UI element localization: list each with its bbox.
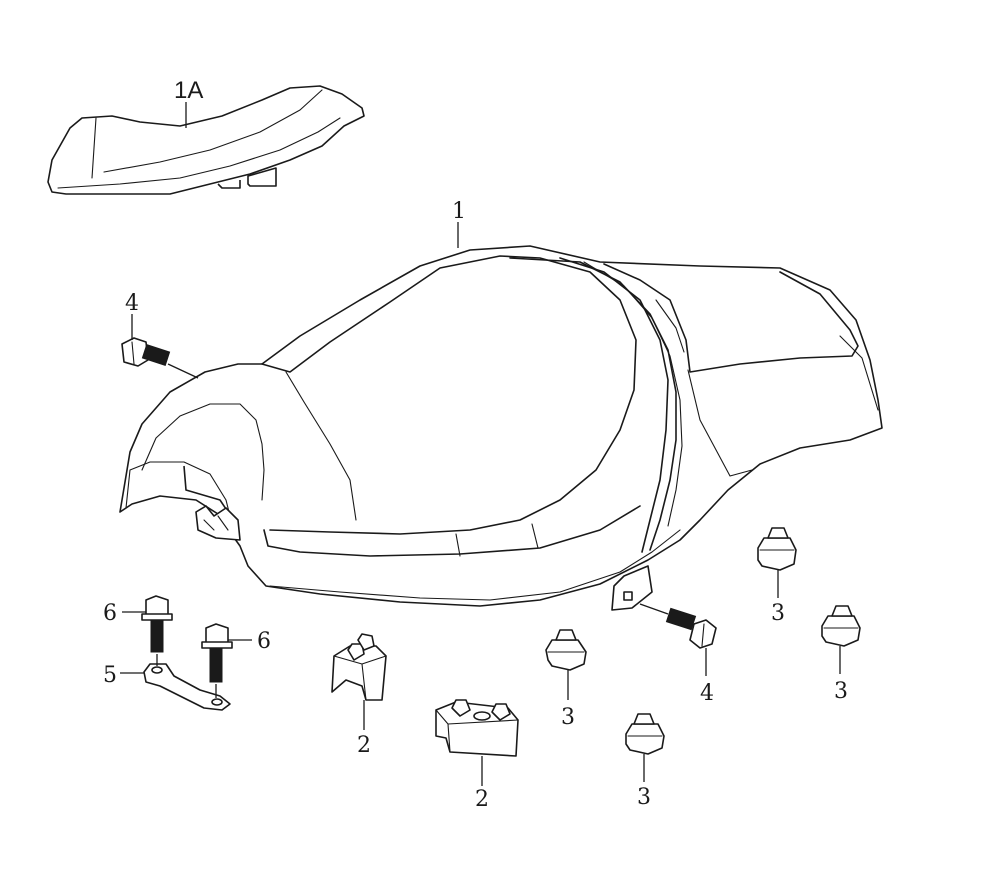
callout-6-a: 6 <box>103 601 117 626</box>
callout-2-small: 2 <box>357 733 371 758</box>
callout-4-top: 4 <box>125 291 139 316</box>
part-6-bolt-a <box>122 595 173 653</box>
callout-3-b: 3 <box>637 785 651 810</box>
callout-5: 5 <box>103 663 117 688</box>
part-5-bracket <box>120 654 231 711</box>
callout-3-a: 3 <box>561 705 575 730</box>
part-6-bolt-b <box>201 623 252 683</box>
callout-1a: 1A <box>174 77 203 104</box>
part-3-cushion-c <box>757 527 797 598</box>
callout-4-right: 4 <box>700 681 714 706</box>
callout-1: 1 <box>452 199 466 224</box>
part-1a-seat <box>47 85 365 195</box>
part-2-holder-small <box>331 633 387 730</box>
callout-6-b: 6 <box>257 629 271 654</box>
part-4-bolt-right <box>639 603 717 676</box>
part-3-cushion-a <box>545 629 587 700</box>
callout-3-c: 3 <box>771 601 785 626</box>
part-2-holder-large <box>435 699 519 786</box>
callout-3-d: 3 <box>834 679 848 704</box>
callout-2-large: 2 <box>475 787 489 812</box>
part-1-seat <box>119 245 883 611</box>
part-4-bolt-top-left <box>121 314 199 379</box>
part-3-cushion-d <box>821 605 861 674</box>
part-3-cushion-b <box>625 713 665 782</box>
